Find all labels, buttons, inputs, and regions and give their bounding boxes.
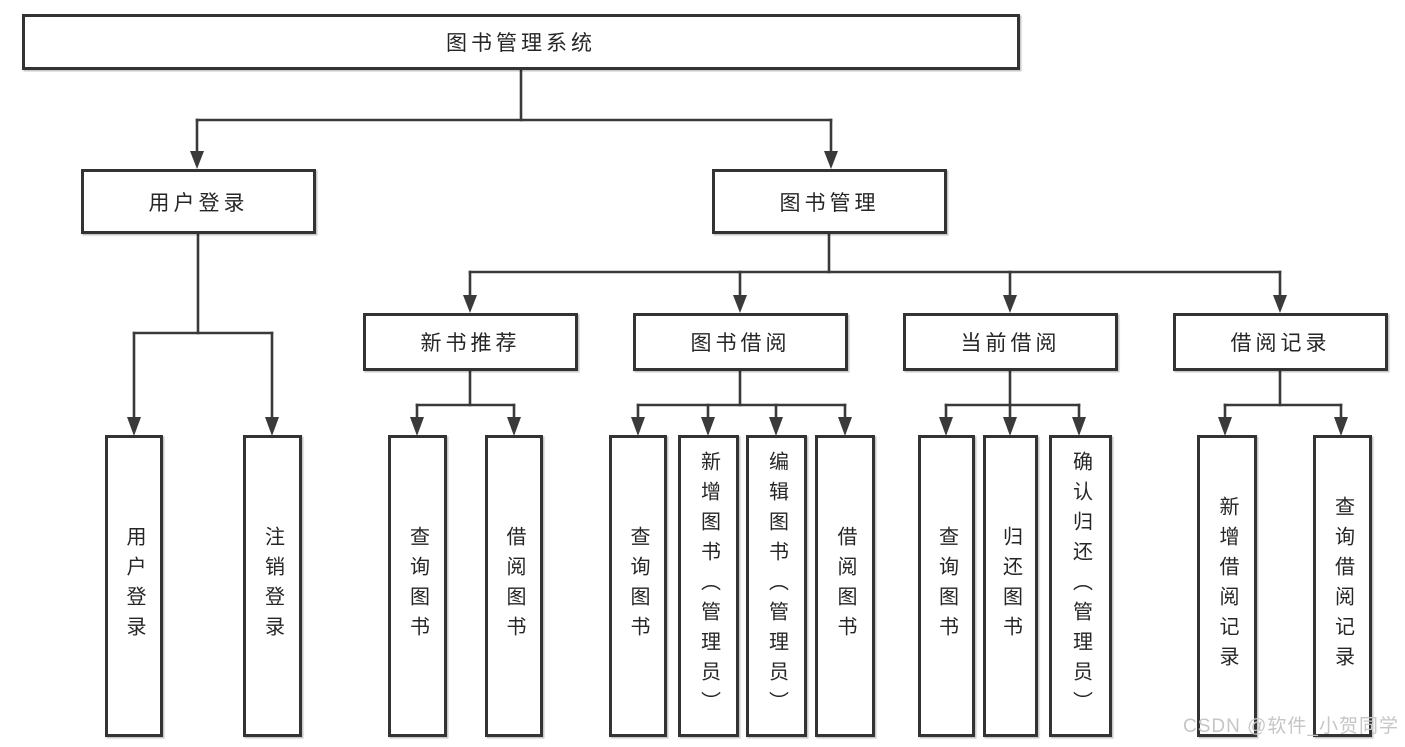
leaf-current-query-books: 查询图书	[918, 435, 975, 737]
node-user-login-label: 用户登录	[148, 191, 249, 215]
leaf-current-return-books: 归还图书	[983, 435, 1038, 737]
connector-current-to-leaves	[939, 369, 1086, 436]
leaf-newrec-borrow-books: 借阅图书	[485, 435, 543, 737]
leaf-current-confirm-return-admin-label: 确认归还（管理员）	[1069, 451, 1092, 721]
leaf-records-query-record-label: 查询借阅记录	[1331, 496, 1354, 676]
leaf-logout: 注销登录	[243, 435, 302, 737]
leaf-records-query-record: 查询借阅记录	[1313, 435, 1372, 737]
connector-borrowing-to-leaves	[631, 369, 852, 436]
node-borrowing-records-label: 借阅记录	[1230, 332, 1331, 355]
leaf-borrowing-edit-books-admin-label: 编辑图书（管理员）	[765, 451, 788, 721]
connector-records-to-leaves	[1218, 369, 1348, 436]
node-new-book-recommend-label: 新书推荐	[420, 332, 521, 355]
leaf-current-confirm-return-admin: 确认归还（管理员）	[1049, 435, 1112, 737]
node-book-management-label: 图书管理	[779, 191, 880, 215]
node-current-borrowing: 当前借阅	[903, 313, 1118, 371]
node-root-label: 图书管理系统	[446, 32, 596, 55]
node-root: 图书管理系统	[22, 14, 1020, 70]
leaf-borrowing-add-books-admin-label: 新增图书（管理员）	[697, 451, 720, 721]
connector-userlogin-to-leaves	[127, 232, 279, 436]
leaf-borrowing-query-books: 查询图书	[609, 435, 667, 737]
leaf-current-query-books-label: 查询图书	[935, 526, 958, 646]
leaf-borrowing-query-books-label: 查询图书	[627, 526, 649, 646]
leaf-newrec-query-books: 查询图书	[388, 435, 447, 737]
csdn-watermark: CSDN @软件_小贺同学	[1183, 716, 1399, 737]
leaf-user-login: 用户登录	[105, 435, 163, 737]
leaf-user-login-label: 用户登录	[123, 526, 145, 646]
connector-bookmgmt-to-level3	[463, 231, 1287, 313]
connector-root-to-level2	[190, 68, 838, 169]
connector-newbooks-to-leaves	[410, 369, 521, 436]
leaf-current-return-books-label: 归还图书	[999, 526, 1022, 646]
node-current-borrowing-label: 当前借阅	[960, 332, 1061, 355]
node-book-borrowing: 图书借阅	[633, 313, 848, 371]
leaf-records-add-record: 新增借阅记录	[1197, 435, 1257, 737]
leaf-newrec-query-books-label: 查询图书	[406, 526, 429, 646]
node-new-book-recommend: 新书推荐	[363, 313, 578, 371]
node-user-login: 用户登录	[81, 169, 316, 234]
leaf-borrowing-borrow-books-label: 借阅图书	[834, 526, 856, 646]
node-book-management: 图书管理	[712, 169, 947, 234]
node-book-borrowing-label: 图书借阅	[690, 332, 791, 355]
leaf-newrec-borrow-books-label: 借阅图书	[503, 526, 525, 646]
leaf-borrowing-edit-books-admin: 编辑图书（管理员）	[746, 435, 807, 737]
leaf-records-add-record-label: 新增借阅记录	[1216, 496, 1238, 676]
leaf-borrowing-add-books-admin: 新增图书（管理员）	[678, 435, 739, 737]
leaf-logout-label: 注销登录	[261, 526, 284, 646]
node-borrowing-records: 借阅记录	[1173, 313, 1388, 371]
leaf-borrowing-borrow-books: 借阅图书	[815, 435, 875, 737]
